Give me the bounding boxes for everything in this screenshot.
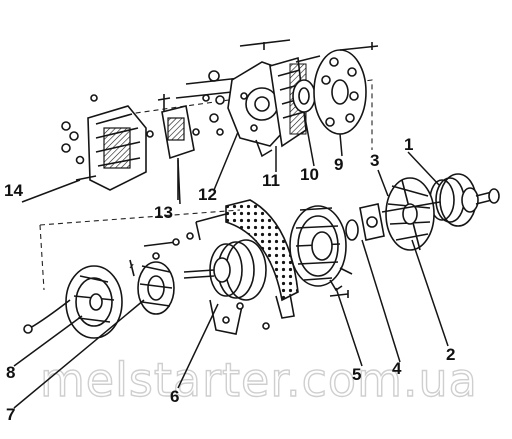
rotor-part-6 — [183, 239, 267, 335]
mounting-bracket — [195, 199, 299, 319]
slip-ring-part-7 — [129, 259, 175, 315]
label-6: 6 — [170, 387, 179, 406]
label-2: 2 — [446, 345, 455, 364]
label-3: 3 — [370, 151, 379, 170]
fasteners-top — [175, 39, 291, 136]
label-8: 8 — [6, 363, 15, 382]
diode-plate-part-9 — [313, 42, 379, 135]
brush-holder-part-13 — [146, 94, 200, 200]
washer-part-4 — [345, 219, 359, 241]
label-13: 13 — [154, 203, 173, 222]
assembly-axis-lines — [39, 79, 373, 291]
label-14: 14 — [4, 181, 23, 200]
label-10: 10 — [300, 165, 319, 184]
label-9: 9 — [334, 155, 343, 174]
part-labels: 1 2 3 4 5 6 7 8 9 10 11 12 13 14 — [4, 135, 455, 424]
label-4: 4 — [392, 359, 402, 378]
label-11: 11 — [262, 171, 280, 190]
spacer-part-3 — [359, 203, 385, 241]
label-12: 12 — [198, 185, 217, 204]
label-7: 7 — [6, 405, 15, 424]
fan-part-2 — [381, 177, 441, 251]
watermark-text: melstarter.com.ua — [40, 353, 478, 407]
pulley-part-1 — [429, 173, 500, 227]
label-1: 1 — [404, 135, 413, 154]
stator-housing-part-5 — [289, 205, 353, 292]
rear-cover-part-14 — [61, 94, 147, 191]
rear-housing-part-8 — [23, 265, 123, 339]
leader-lines — [13, 111, 449, 409]
label-5: 5 — [352, 365, 361, 384]
